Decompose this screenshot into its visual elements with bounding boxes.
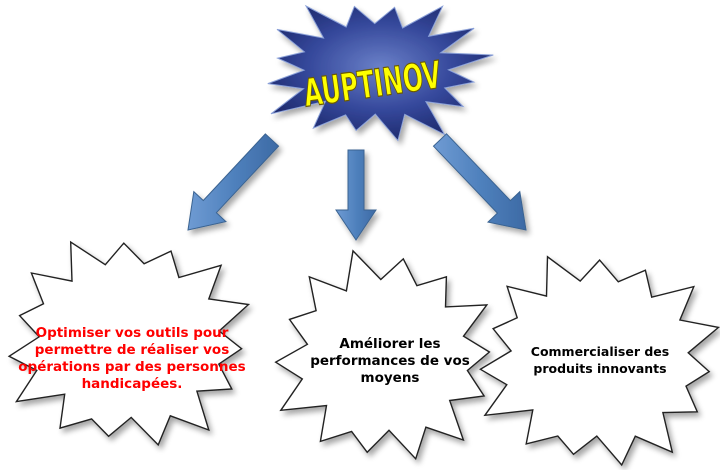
- arrow-down-right: [432, 133, 527, 231]
- title-starburst: [267, 4, 494, 142]
- starburst-left: [7, 240, 251, 447]
- starburst-right-label: Commercialiser des produits innovants: [530, 344, 670, 376]
- starburst-middle: [274, 249, 491, 461]
- arrow-down: [335, 149, 377, 241]
- arrow-down-left: [187, 133, 280, 231]
- starburst-left-label: Optimiser vos outils pour permettre de r…: [18, 325, 246, 392]
- starburst-middle-label: Améliorer les performances de vos moyens: [310, 336, 470, 386]
- starburst-right: [479, 255, 720, 467]
